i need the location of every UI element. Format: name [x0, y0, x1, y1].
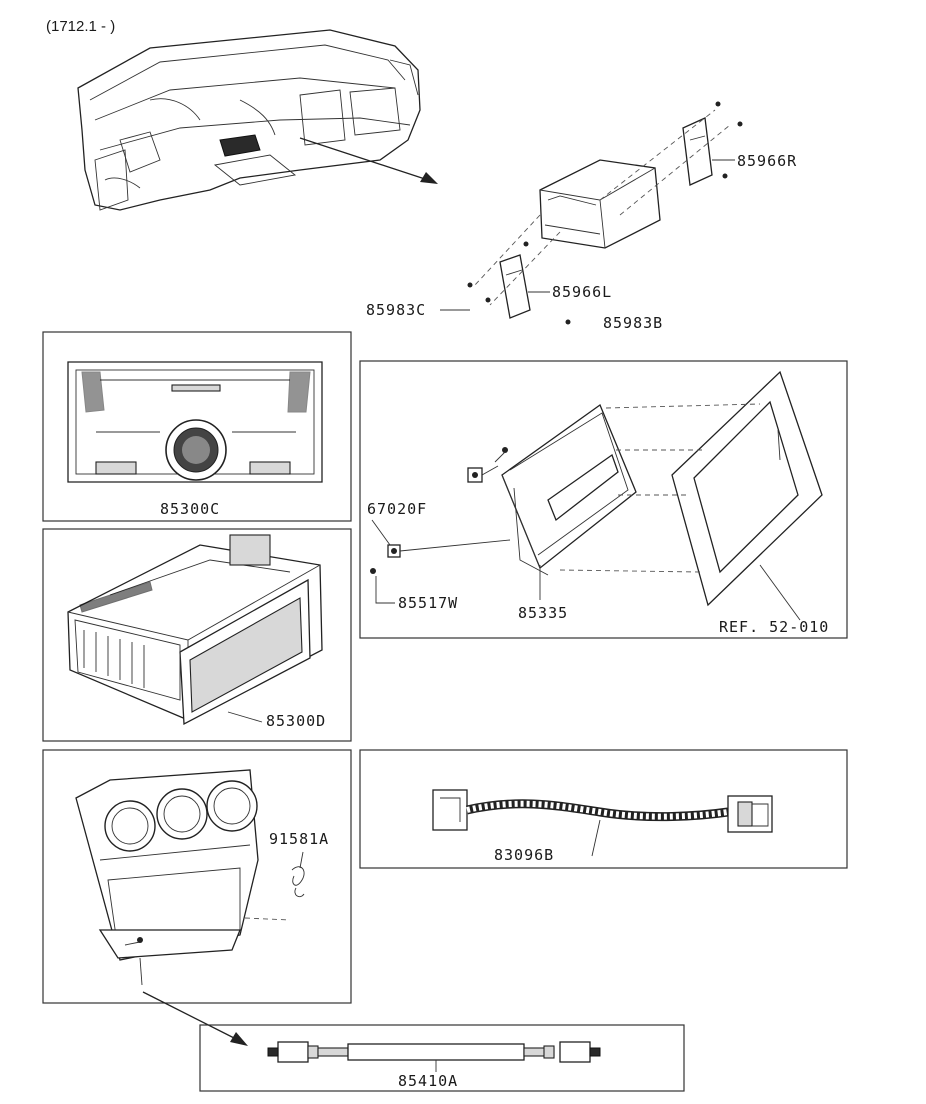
dashboard-illustration-icon — [77, 29, 421, 211]
part-label-85966R: 85966R — [737, 152, 797, 170]
panel-85335 — [359, 360, 848, 639]
audio-head-unit-icon — [67, 361, 323, 483]
screw-icon — [370, 539, 511, 574]
ref-panel-icon — [671, 370, 823, 607]
panel-85300D — [42, 528, 352, 742]
part-label-85410A: 85410A — [398, 1072, 458, 1090]
panel-83096B — [359, 749, 848, 869]
pointer-arrow-2 — [142, 991, 248, 1046]
clip-icon — [291, 851, 305, 898]
part-label-85966L: 85966L — [552, 283, 612, 301]
part-label-67020F: 67020F — [367, 500, 427, 518]
part-label-91581A: 91581A — [269, 830, 329, 848]
clip-icon — [467, 447, 508, 483]
part-label-85300C: 85300C — [160, 500, 220, 518]
panel-91581A — [42, 749, 352, 1004]
part-label-85983B: 85983B — [603, 314, 663, 332]
pointer-arrow-1 — [299, 137, 438, 184]
mounting-bracket-icon — [467, 101, 743, 325]
wire-harness-icon — [432, 789, 773, 833]
date-range: (1712.1 - ) — [46, 18, 115, 35]
trim-bezel-icon — [501, 403, 637, 576]
navigation-unit-icon — [67, 534, 323, 726]
panel-85300C — [42, 331, 352, 522]
part-label-85300D: 85300D — [266, 712, 326, 730]
extension-cable-icon — [267, 1041, 601, 1063]
console-panel-icon — [75, 769, 259, 986]
panel-85410A — [199, 1024, 685, 1092]
part-label-85983C: 85983C — [366, 301, 426, 319]
part-label-83096B: 83096B — [494, 846, 554, 864]
part-label-85335: 85335 — [518, 604, 568, 622]
part-label-ref-52-010: REF. 52-010 — [719, 618, 829, 636]
part-label-85517W: 85517W — [398, 594, 458, 612]
